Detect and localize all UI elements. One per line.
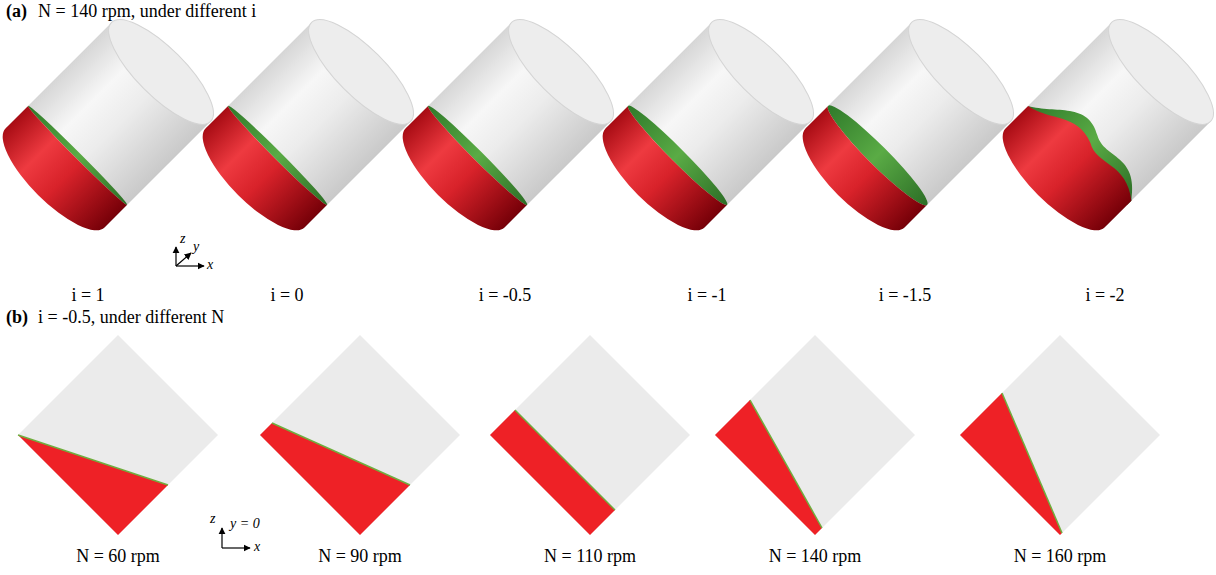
axis-arrow [175, 247, 176, 266]
cylinder-end [895, 5, 1028, 138]
cylinder [389, 5, 628, 244]
cylinder-end [95, 5, 228, 138]
panel-label: (b) [6, 308, 28, 328]
cross-section [715, 335, 915, 535]
cross-section [18, 335, 218, 535]
cylinder-end [495, 5, 628, 138]
cross-section [960, 335, 1160, 535]
liquid-region [490, 410, 615, 535]
axis-arrow [176, 253, 191, 266]
axis-label: y [193, 239, 199, 254]
gas-region [490, 335, 690, 535]
liquid [589, 106, 728, 245]
cylinder-end [1095, 5, 1216, 138]
liquid-region [960, 393, 1062, 535]
cylinder-end [295, 5, 428, 138]
cylinder [789, 5, 1028, 244]
panel-heading: i = -0.5, under different N [38, 308, 224, 328]
cylinder [589, 5, 828, 244]
liquid [0, 106, 127, 245]
axis-arrow [176, 265, 204, 266]
cylinder [189, 5, 428, 244]
liquid [789, 106, 928, 245]
axis-label: z [180, 231, 185, 246]
interface-line [272, 423, 410, 485]
case-label: i = 0 [270, 286, 303, 306]
interface-line [1002, 393, 1062, 533]
axis-label: x [254, 539, 260, 554]
cylinder [989, 5, 1216, 244]
axis-label: y = 0 [230, 516, 260, 531]
panel-label: (a) [6, 2, 27, 22]
gas-region [715, 335, 915, 535]
axis-arrow [221, 528, 222, 548]
gas-region [18, 335, 218, 535]
case-label: i = -0.5 [479, 286, 532, 306]
case-label: i = -1.5 [879, 286, 932, 306]
cross-section [490, 335, 690, 535]
liquid-region [715, 400, 822, 535]
interface-line [18, 435, 168, 485]
liquid-region [260, 423, 410, 535]
cylinder [0, 5, 228, 244]
axis-label: z [210, 511, 215, 526]
interface-line [750, 400, 822, 528]
liquid [189, 106, 328, 245]
liquid-region [18, 435, 168, 535]
liquid [989, 91, 1143, 245]
axis-arrow [222, 547, 250, 548]
interface-line [515, 410, 615, 510]
panel-heading: N = 140 rpm, under different i [38, 2, 256, 22]
case-label: i = 1 [71, 286, 104, 306]
case-label: i = -1 [687, 286, 726, 306]
case-label: N = 90 rpm [318, 547, 402, 567]
case-label: N = 110 rpm [544, 547, 636, 567]
gas-region [960, 335, 1160, 535]
case-label: N = 140 rpm [769, 547, 862, 567]
case-label: i = -2 [1085, 286, 1124, 306]
cylinder-end [695, 5, 828, 138]
gas-region [260, 335, 460, 535]
case-label: N = 160 rpm [1014, 547, 1107, 567]
liquid [389, 106, 528, 245]
case-label: N = 60 rpm [76, 547, 160, 567]
axis-label: x [207, 257, 213, 272]
cross-section [260, 335, 460, 535]
